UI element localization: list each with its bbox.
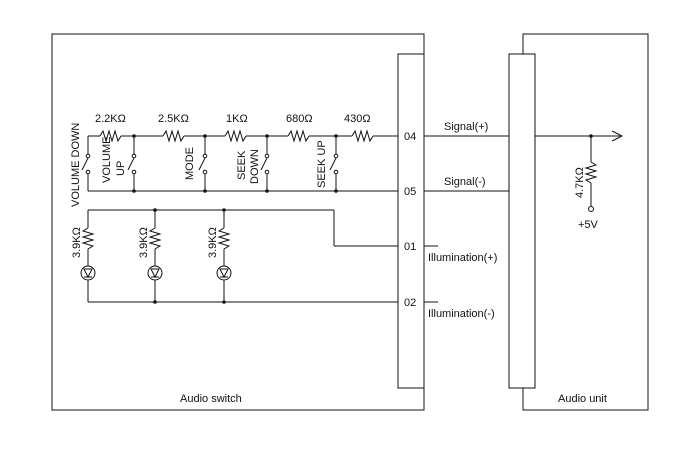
label-signal-pos: Signal(+) [444, 121, 488, 133]
label-seek-down-2: DOWN [249, 149, 261, 184]
resistor-2k5 [162, 129, 185, 143]
resistor-4k7 [584, 161, 598, 184]
label-signal-neg: Signal(-) [444, 176, 486, 188]
resistor-680 [287, 129, 310, 143]
label-volume-up-1: VOLUME [101, 137, 113, 183]
resistor-1k [224, 129, 247, 143]
illumination-circuit [80, 208, 398, 304]
label-volume-up-2: UP [115, 161, 127, 176]
switch-volume-down [81, 136, 91, 191]
pin-05: 05 [404, 186, 416, 198]
resistor-2k2 [99, 129, 122, 143]
label-illum-pos: Illumination(+) [428, 252, 497, 264]
label-illum-neg: Illumination(-) [428, 308, 495, 320]
label-supply: +5V [578, 219, 599, 231]
pin-04: 04 [404, 131, 416, 143]
audio-switch-connector [397, 53, 425, 389]
lamp-branch-1 [80, 210, 96, 302]
audio-unit-connector [508, 53, 536, 389]
label-r-680: 680Ω [286, 113, 313, 125]
lamp-branch-3 [216, 210, 232, 302]
label-r-2k5: 2.5KΩ [158, 113, 189, 125]
switch-seek-down [260, 136, 270, 191]
label-r-430: 430Ω [344, 113, 371, 125]
arrow-right-icon [611, 130, 624, 142]
audio-unit-title: Audio unit [558, 393, 607, 405]
label-r-2k2: 2.2KΩ [95, 113, 126, 125]
label-volume-down: VOLUME DOWN [70, 123, 82, 207]
label-r-1k: 1KΩ [226, 113, 248, 125]
pin-02: 02 [404, 297, 416, 309]
switch-seek-up [329, 136, 339, 191]
label-seek-down-1: SEEK [236, 150, 248, 180]
audio-unit-input [535, 130, 624, 212]
switch-mode [198, 136, 208, 191]
label-seek-up: SEEK UP [316, 140, 328, 188]
label-mode: MODE [184, 147, 196, 180]
lamp-branch-2 [147, 210, 163, 302]
label-r-4k7: 4.7KΩ [574, 167, 586, 198]
label-lamp-r-1: 3.9KΩ [71, 227, 83, 258]
audio-switch-title: Audio switch [180, 393, 242, 405]
label-lamp-r-3: 3.9KΩ [207, 227, 219, 258]
label-lamp-r-2: 3.9KΩ [138, 227, 150, 258]
audio-switch-box [51, 33, 425, 411]
pin-01: 01 [404, 241, 416, 253]
switch-volume-up [127, 136, 137, 191]
resistor-430 [351, 129, 374, 143]
